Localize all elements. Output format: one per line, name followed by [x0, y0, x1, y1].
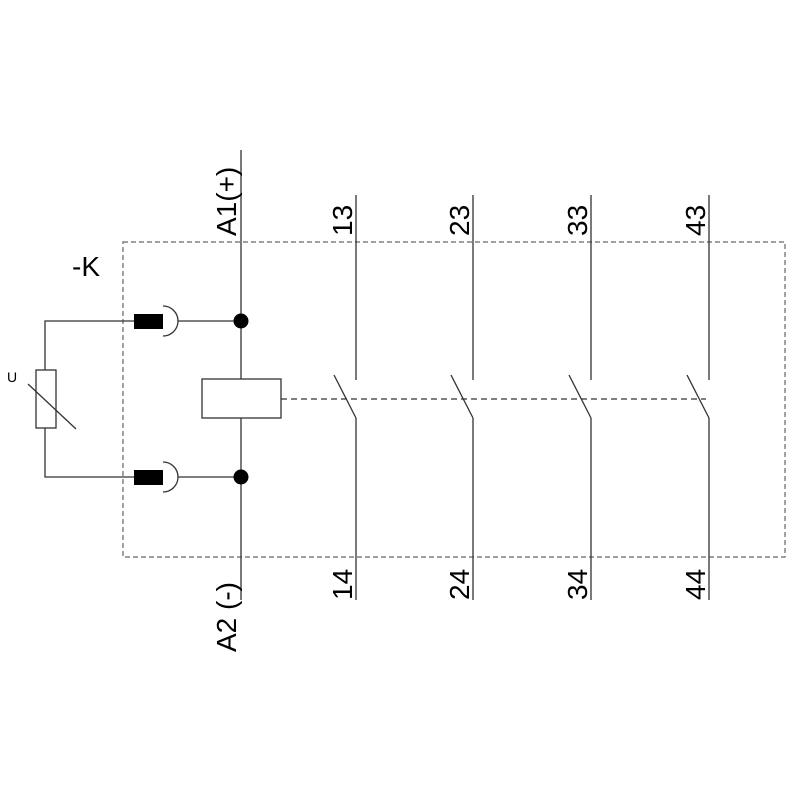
device-label: -K [72, 251, 100, 282]
contact-13-14 [333, 195, 357, 600]
contact-bottom-label: 34 [562, 569, 593, 600]
contact-top-label: 33 [562, 205, 593, 236]
contact-blade [686, 374, 710, 419]
contact-43-44 [686, 195, 710, 600]
connector-bottom [134, 461, 241, 493]
junction-dot [233, 469, 249, 485]
contact-blade [450, 374, 474, 419]
terminal-a1-label: A1(+) [211, 167, 242, 236]
contact-bottom-label: 24 [444, 569, 475, 600]
contact-bottom-label: 44 [680, 569, 711, 600]
terminal-a2-label: A2 (-) [211, 582, 242, 652]
connector-top [134, 305, 241, 337]
contact-bottom-label: 14 [327, 569, 358, 600]
contact-23-24 [450, 195, 474, 600]
contact-top-label: 43 [680, 205, 711, 236]
contact-top-label: 13 [327, 205, 358, 236]
contact-33-34 [568, 195, 592, 600]
junction-dot [233, 313, 249, 329]
varistor [27, 320, 135, 478]
contact-top-label: 23 [444, 205, 475, 236]
contact-blade [568, 374, 592, 419]
contact-blade [333, 374, 357, 419]
relay-coil [201, 378, 282, 419]
device-boundary [122, 241, 786, 558]
varistor-label: U [7, 369, 17, 385]
